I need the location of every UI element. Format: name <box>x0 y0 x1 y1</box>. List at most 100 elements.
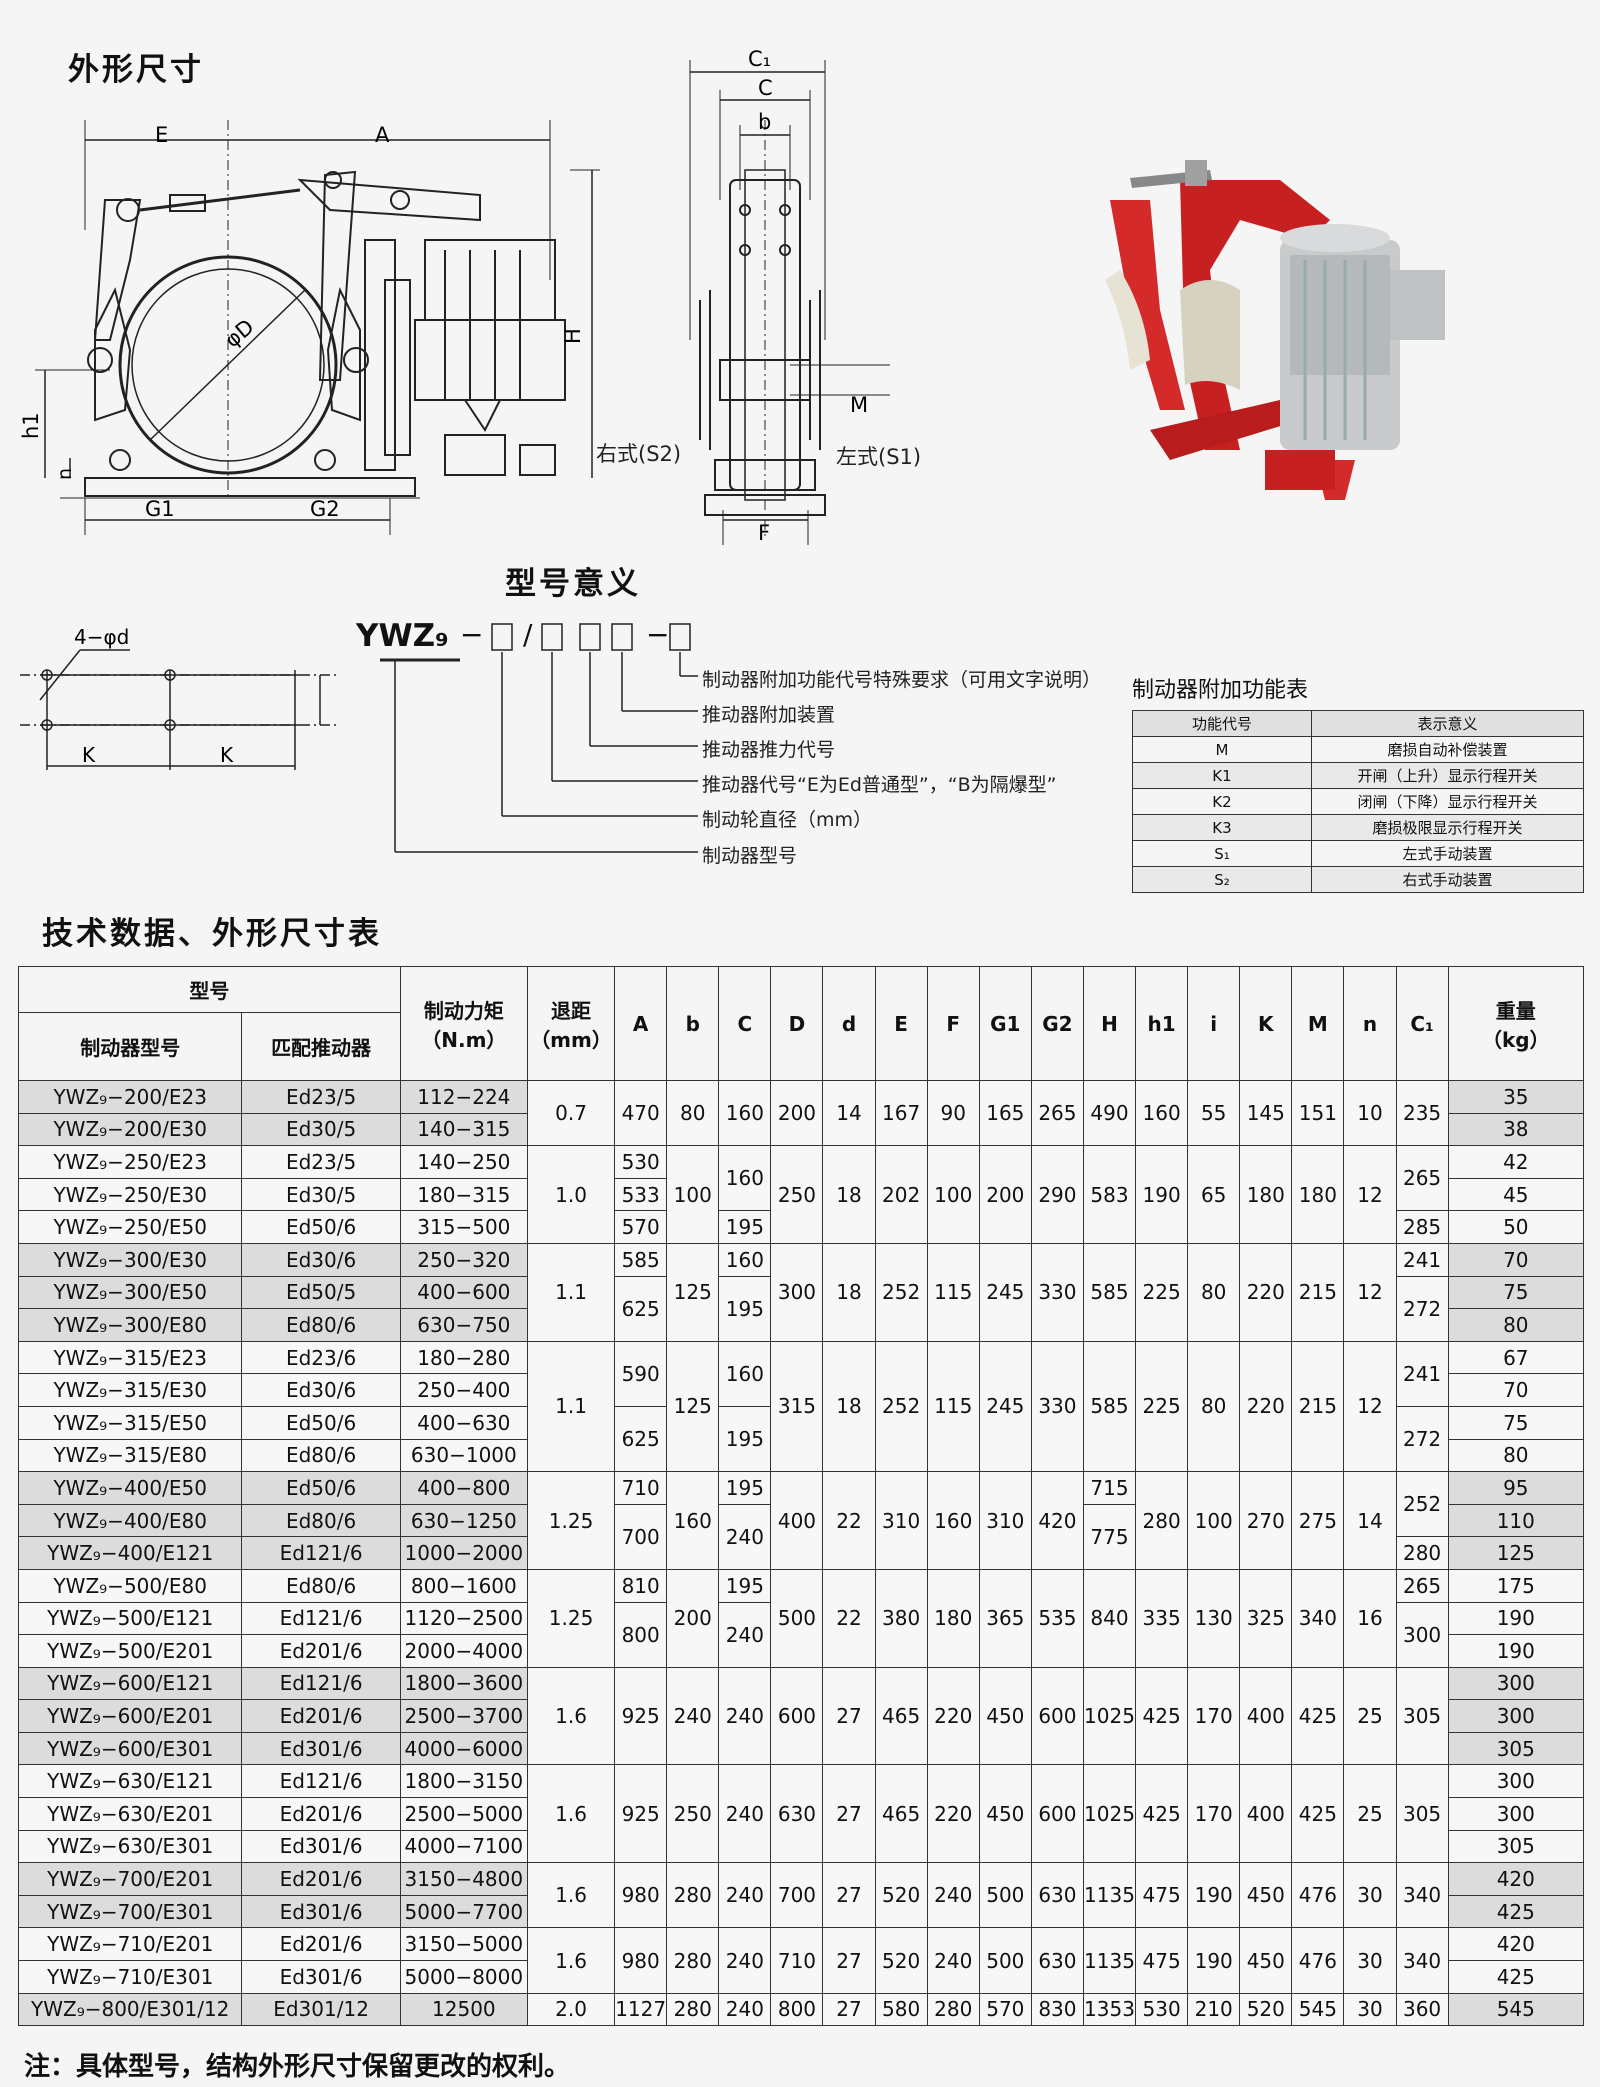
func-code: M <box>1132 736 1312 763</box>
cell-dim-A: 533 <box>614 1177 668 1212</box>
cell-dim-D: 315 <box>770 1340 824 1473</box>
cell-dim-H: 715 <box>1082 1471 1137 1505</box>
cell-brake-model: YWZ₉−315/E23 <box>17 1340 243 1375</box>
cell-dim-C1: 305 <box>1395 1666 1449 1766</box>
cell-torque: 400−600 <box>399 1275 528 1310</box>
section-title-model-meaning: 型号意义 <box>505 566 641 602</box>
header-dim-D: D <box>770 966 824 1081</box>
cell-brake-model: YWZ₉−710/E201 <box>17 1927 243 1962</box>
cell-torque: 5000−8000 <box>399 1960 528 1994</box>
cell-torque: 2500−5000 <box>399 1797 528 1831</box>
cell-brake-model: YWZ₉−200/E23 <box>17 1080 243 1114</box>
cell-dim-M: 425 <box>1291 1764 1345 1864</box>
header-dim-F: F <box>926 966 980 1081</box>
cell-dim-H: 1135 <box>1082 1927 1137 1994</box>
cell-dim-G2: 630 <box>1030 1927 1084 1994</box>
cell-dim-E: 465 <box>874 1764 928 1864</box>
cell-thruster: Ed23/5 <box>241 1145 401 1179</box>
cell-thruster: Ed301/6 <box>241 1731 401 1766</box>
cell-thruster: Ed201/6 <box>241 1699 401 1733</box>
cell-dim-D: 710 <box>770 1927 824 1994</box>
cell-thruster: Ed301/6 <box>241 1894 401 1929</box>
cell-dim-d: 27 <box>822 1666 876 1766</box>
model-code-prefix: YWZ₉ <box>356 618 449 654</box>
header-dim-K: K <box>1239 966 1293 1081</box>
cell-torque: 4000−6000 <box>399 1731 528 1766</box>
cell-dim-C1: 300 <box>1395 1601 1449 1668</box>
cell-dim-i: 80 <box>1187 1242 1241 1342</box>
cell-dim-i: 170 <box>1187 1764 1241 1864</box>
cell-dim-C: 160 <box>718 1242 772 1277</box>
cell-dim-M: 215 <box>1291 1340 1345 1473</box>
cell-brake-model: YWZ₉−500/E80 <box>17 1568 243 1603</box>
cell-dim-d: 27 <box>822 1927 876 1994</box>
cell-dim-G1: 500 <box>978 1862 1032 1929</box>
cell-dim-G1: 165 <box>978 1079 1032 1147</box>
cell-torque: 1800−3150 <box>399 1764 528 1799</box>
cell-dim-E: 252 <box>874 1242 928 1342</box>
header-retreat-unit: （mm） <box>530 1027 612 1052</box>
cell-dim-K: 325 <box>1239 1568 1293 1668</box>
cell-brake-model: YWZ₉−315/E80 <box>17 1438 243 1473</box>
cell-retreat: 1.1 <box>526 1340 616 1473</box>
cell-retreat: 0.7 <box>526 1079 616 1147</box>
cell-dim-C: 195 <box>718 1471 772 1505</box>
cell-dim-D: 630 <box>770 1764 824 1864</box>
cell-weight: 38 <box>1447 1112 1585 1147</box>
cell-dim-C1: 272 <box>1395 1275 1449 1342</box>
cell-dim-h1: 425 <box>1135 1666 1189 1766</box>
cell-weight: 35 <box>1447 1080 1585 1114</box>
cell-dim-i: 65 <box>1187 1145 1241 1244</box>
cell-dim-b: 80 <box>666 1079 720 1147</box>
header-dim-n: n <box>1343 966 1397 1081</box>
func-code: S₁ <box>1132 840 1312 867</box>
cell-dim-D: 700 <box>770 1862 824 1929</box>
side-view-drawing: C₁ C b M F <box>689 47 890 545</box>
cell-torque: 800−1600 <box>399 1568 528 1603</box>
cell-dim-A: 925 <box>614 1666 668 1766</box>
cell-torque: 2500−3700 <box>399 1699 528 1733</box>
cell-dim-E: 252 <box>874 1340 928 1473</box>
dim-label-F: F <box>758 521 770 545</box>
cell-weight: 425 <box>1447 1960 1585 1994</box>
cell-thruster: Ed201/6 <box>241 1797 401 1831</box>
cell-dim-F: 115 <box>926 1242 980 1342</box>
brake-product-image <box>1105 160 1445 500</box>
cell-torque: 140−315 <box>399 1112 528 1147</box>
cell-dim-E: 167 <box>874 1079 928 1147</box>
cell-dim-M: 275 <box>1291 1471 1345 1570</box>
cell-dim-d: 14 <box>822 1079 876 1147</box>
header-dim-i: i <box>1187 966 1241 1081</box>
cell-weight: 300 <box>1447 1797 1585 1831</box>
cell-thruster: Ed23/5 <box>241 1080 401 1114</box>
cell-weight: 42 <box>1447 1145 1585 1179</box>
footnote: 注：具体型号，结构外形尺寸保留更改的权利。 <box>24 2052 571 2082</box>
cell-dim-C: 240 <box>718 1666 772 1766</box>
func-meaning: 开闸（上升）显示行程开关 <box>1311 762 1584 789</box>
cell-dim-C1: 280 <box>1395 1536 1449 1570</box>
cell-brake-model: YWZ₉−300/E30 <box>17 1242 243 1277</box>
cell-brake-model: YWZ₉−630/E301 <box>17 1829 243 1864</box>
cell-dim-G1: 200 <box>978 1145 1032 1244</box>
cell-weight: 425 <box>1447 1894 1585 1929</box>
cell-dim-b: 125 <box>666 1242 720 1342</box>
cell-weight: 80 <box>1447 1438 1585 1473</box>
cell-brake-model: YWZ₉−600/E201 <box>17 1699 243 1733</box>
cell-dim-C: 240 <box>718 1601 772 1668</box>
cell-weight: 175 <box>1447 1568 1585 1603</box>
cell-brake-model: YWZ₉−315/E30 <box>17 1373 243 1407</box>
cell-thruster: Ed30/6 <box>241 1242 401 1277</box>
cell-weight: 70 <box>1447 1242 1585 1277</box>
cell-weight: 125 <box>1447 1536 1585 1570</box>
dim-label-C: C <box>758 76 773 100</box>
cell-torque: 140−250 <box>399 1145 528 1179</box>
cell-thruster: Ed50/6 <box>241 1210 401 1244</box>
cell-dim-M: 545 <box>1291 1992 1345 2027</box>
